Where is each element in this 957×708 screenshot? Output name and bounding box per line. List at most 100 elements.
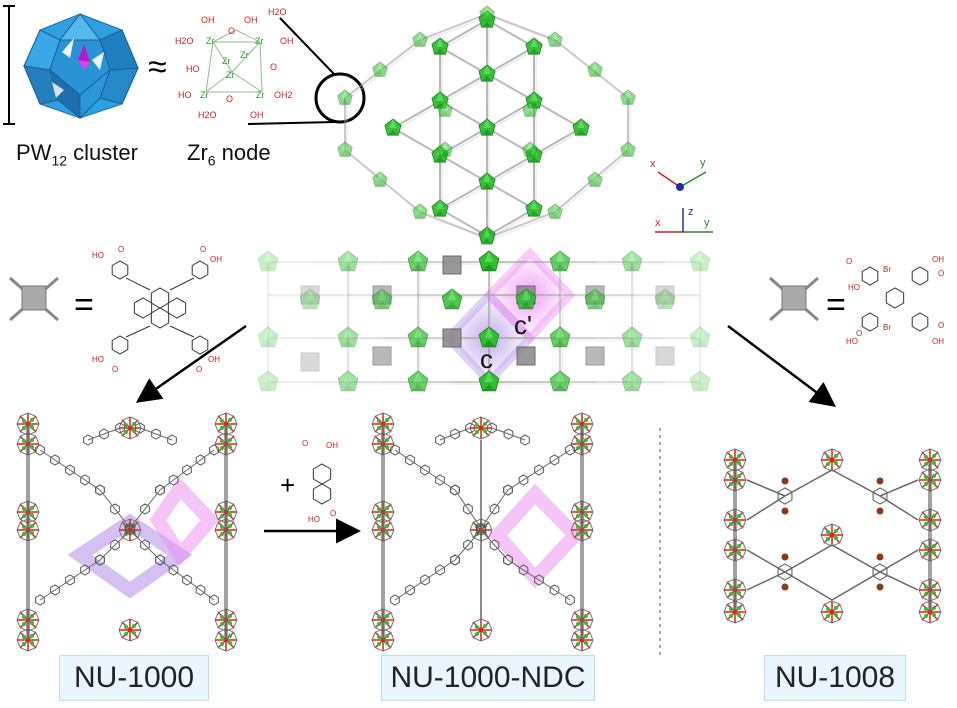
svg-text:O: O bbox=[270, 62, 277, 72]
benzene-ring bbox=[140, 539, 150, 551]
benzene-ring bbox=[182, 574, 192, 586]
linker-strut bbox=[486, 208, 535, 237]
linker-strut bbox=[486, 154, 535, 183]
zr6-node-mid bbox=[549, 370, 571, 392]
approx-symbol: ≈ bbox=[148, 48, 167, 86]
svg-text:x: x bbox=[650, 158, 656, 170]
linker-strut bbox=[392, 127, 441, 156]
zr6-node-mid bbox=[371, 288, 393, 310]
linker-strut bbox=[392, 100, 441, 129]
atom-label: O bbox=[938, 269, 944, 278]
benzene-ring bbox=[111, 335, 129, 355]
nu-1000-structure bbox=[16, 412, 238, 652]
bromine-atom bbox=[876, 477, 884, 485]
linker-chain bbox=[139, 427, 173, 441]
zr6-node-top bbox=[547, 31, 563, 47]
zr6-node-top bbox=[478, 118, 496, 136]
zr6-node-mid bbox=[407, 370, 429, 392]
atom-label: HO bbox=[308, 515, 320, 524]
linker-symbol-left bbox=[9, 276, 59, 322]
linker-chain bbox=[439, 427, 471, 441]
axes-indicator-top: x y bbox=[650, 157, 707, 191]
zr6-node-top bbox=[587, 61, 603, 77]
linker-chain bbox=[879, 479, 919, 497]
benzene-ring bbox=[465, 422, 475, 434]
zr6-node-mid bbox=[478, 250, 500, 272]
linker-strut bbox=[486, 13, 556, 41]
atom-label: HO bbox=[92, 355, 104, 364]
linker-chain bbox=[831, 571, 881, 601]
zr6-node-mid bbox=[689, 370, 711, 392]
atom-label: Br bbox=[883, 323, 891, 332]
zr6-node-top bbox=[384, 118, 402, 136]
atom-label: O bbox=[200, 245, 206, 254]
benzene-ring bbox=[167, 434, 177, 446]
benzene-ring bbox=[911, 312, 929, 332]
svg-text:HO: HO bbox=[178, 90, 192, 100]
linker-strut bbox=[488, 15, 558, 43]
linker-strut bbox=[533, 100, 582, 129]
linker-core bbox=[442, 255, 462, 275]
linker-strut bbox=[421, 15, 490, 43]
linker-symbol-right bbox=[769, 276, 819, 322]
svg-text:Zr: Zr bbox=[200, 90, 209, 100]
zr6-cluster bbox=[820, 600, 844, 624]
pore-c-prime-highlight-nu1000 bbox=[149, 476, 220, 567]
zr6-node-mid bbox=[299, 288, 321, 310]
svg-text:O: O bbox=[228, 26, 235, 36]
svg-text:H2O: H2O bbox=[198, 110, 217, 120]
linker-core bbox=[516, 346, 536, 366]
benzene-ring bbox=[195, 584, 206, 596]
benzene-ring bbox=[861, 312, 879, 332]
benzene-ring bbox=[312, 483, 332, 505]
linker-chain bbox=[746, 495, 786, 521]
zr6-node-top bbox=[431, 199, 449, 217]
zr6-node-top bbox=[478, 172, 496, 190]
linker-chain bbox=[879, 549, 919, 573]
linker-strut bbox=[486, 19, 535, 48]
benzene-ring bbox=[140, 503, 150, 515]
benzene-ring bbox=[476, 524, 486, 536]
zr6-node-mid bbox=[478, 326, 500, 348]
bromine-atom bbox=[876, 553, 884, 561]
benzene-ring bbox=[191, 335, 209, 355]
benzene-ring bbox=[565, 444, 575, 456]
linker-equals-left: = bbox=[74, 286, 94, 324]
zr6-node-top bbox=[479, 229, 495, 245]
bromine-atom bbox=[876, 507, 884, 515]
linker-chain bbox=[394, 449, 456, 491]
zr6-node-top bbox=[478, 64, 496, 82]
zr6-node-top bbox=[620, 89, 636, 105]
pw12-cluster-scale-bar bbox=[3, 5, 15, 125]
atom-label: Br bbox=[883, 265, 891, 274]
pw12-cluster-polyhedron bbox=[23, 13, 139, 120]
zr6-node-mid bbox=[549, 326, 571, 348]
svg-text:H2O: H2O bbox=[175, 36, 194, 46]
zr6-node-mid bbox=[407, 250, 429, 272]
zr6-node-mid bbox=[549, 250, 571, 272]
atom-label: O bbox=[112, 365, 118, 374]
arrow-to-nu-1008 bbox=[727, 325, 836, 407]
linker-chain bbox=[99, 489, 131, 529]
atom-label: O bbox=[302, 439, 308, 448]
plus-sign: + bbox=[280, 470, 295, 500]
benzene-ring bbox=[503, 554, 513, 566]
linker-core bbox=[442, 328, 462, 348]
zr6-node-mid bbox=[407, 326, 429, 348]
svg-text:O: O bbox=[226, 94, 233, 104]
atom-label: OH bbox=[932, 337, 944, 346]
zr6-node-top bbox=[572, 118, 590, 136]
benzene-ring bbox=[151, 428, 161, 440]
benzene-ring bbox=[489, 503, 500, 515]
svg-text:Zr: Zr bbox=[206, 36, 215, 46]
zr6-cluster bbox=[469, 618, 493, 642]
zr6-node-mid bbox=[621, 326, 643, 348]
linker-strut bbox=[439, 19, 488, 48]
pore-c-prime-highlight-ndc bbox=[488, 483, 585, 589]
linker-chain bbox=[831, 469, 881, 497]
zr6-node-label: Zr6 node bbox=[187, 140, 271, 169]
zr6-node-mid bbox=[337, 326, 359, 348]
